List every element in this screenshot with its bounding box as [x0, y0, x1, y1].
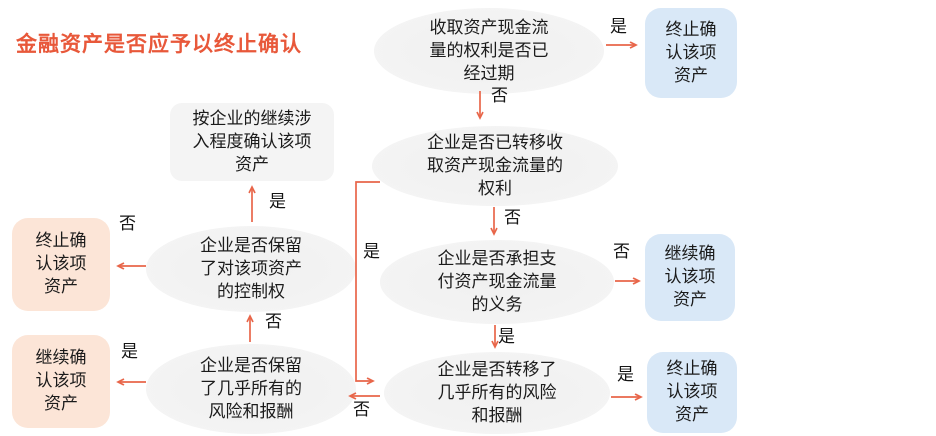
result-box-continue-left: 继续确 认该项 资产: [12, 335, 110, 428]
result-box-derecognize-top: 终止确 认该项 资产: [645, 8, 737, 98]
edge-label-retained-risks-no: 否: [265, 312, 282, 332]
question-ellipse-transferred-rights: 企业是否已转移收 取资产现金流量的 权利: [372, 126, 618, 206]
edge-label-obligation-yes: 是: [498, 327, 515, 347]
question-ellipse-rights-expired: 收取资产现金流 量的权利是否已 经过期: [374, 8, 604, 94]
result-box-continuing-involvement: 按企业的继续涉 入程度确认该项 资产: [170, 103, 334, 181]
result-box-derecognize-bottom: 终止确 认该项 资产: [647, 352, 737, 433]
edge-label-risks-transfer-yes: 是: [617, 365, 634, 385]
question-ellipse-transferred-risks: 企业是否转移了 几乎所有的风险 和报酬: [384, 352, 610, 434]
result-box-derecognize-left: 终止确 认该项 资产: [12, 218, 110, 311]
edge-label-expired-no: 否: [491, 86, 508, 106]
edge-label-rights-no: 否: [504, 208, 521, 228]
edge-label-risks-transfer-no: 否: [353, 400, 370, 420]
edge-label-rights-yes: 是: [363, 242, 380, 262]
question-ellipse-retained-risks: 企业是否保留 了几乎所有的 风险和报酬: [146, 344, 356, 434]
edge-label-obligation-no: 否: [613, 242, 630, 262]
page-title: 金融资产是否应予以终止确认: [16, 32, 302, 56]
edge-label-retained-risks-yes: 是: [121, 342, 138, 362]
result-box-continue-right: 继续确 认该项 资产: [645, 234, 735, 321]
edge-label-expired-yes: 是: [610, 17, 627, 37]
arrow-rights-yes-elbow: [355, 181, 380, 381]
edge-label-control-no: 否: [119, 214, 136, 234]
edge-label-control-yes: 是: [269, 192, 286, 212]
question-ellipse-obligation-to-pay: 企业是否承担支 付资产现金流量 的义务: [380, 240, 614, 324]
question-ellipse-retained-control: 企业是否保留 了对该项资产 的控制权: [146, 226, 356, 312]
